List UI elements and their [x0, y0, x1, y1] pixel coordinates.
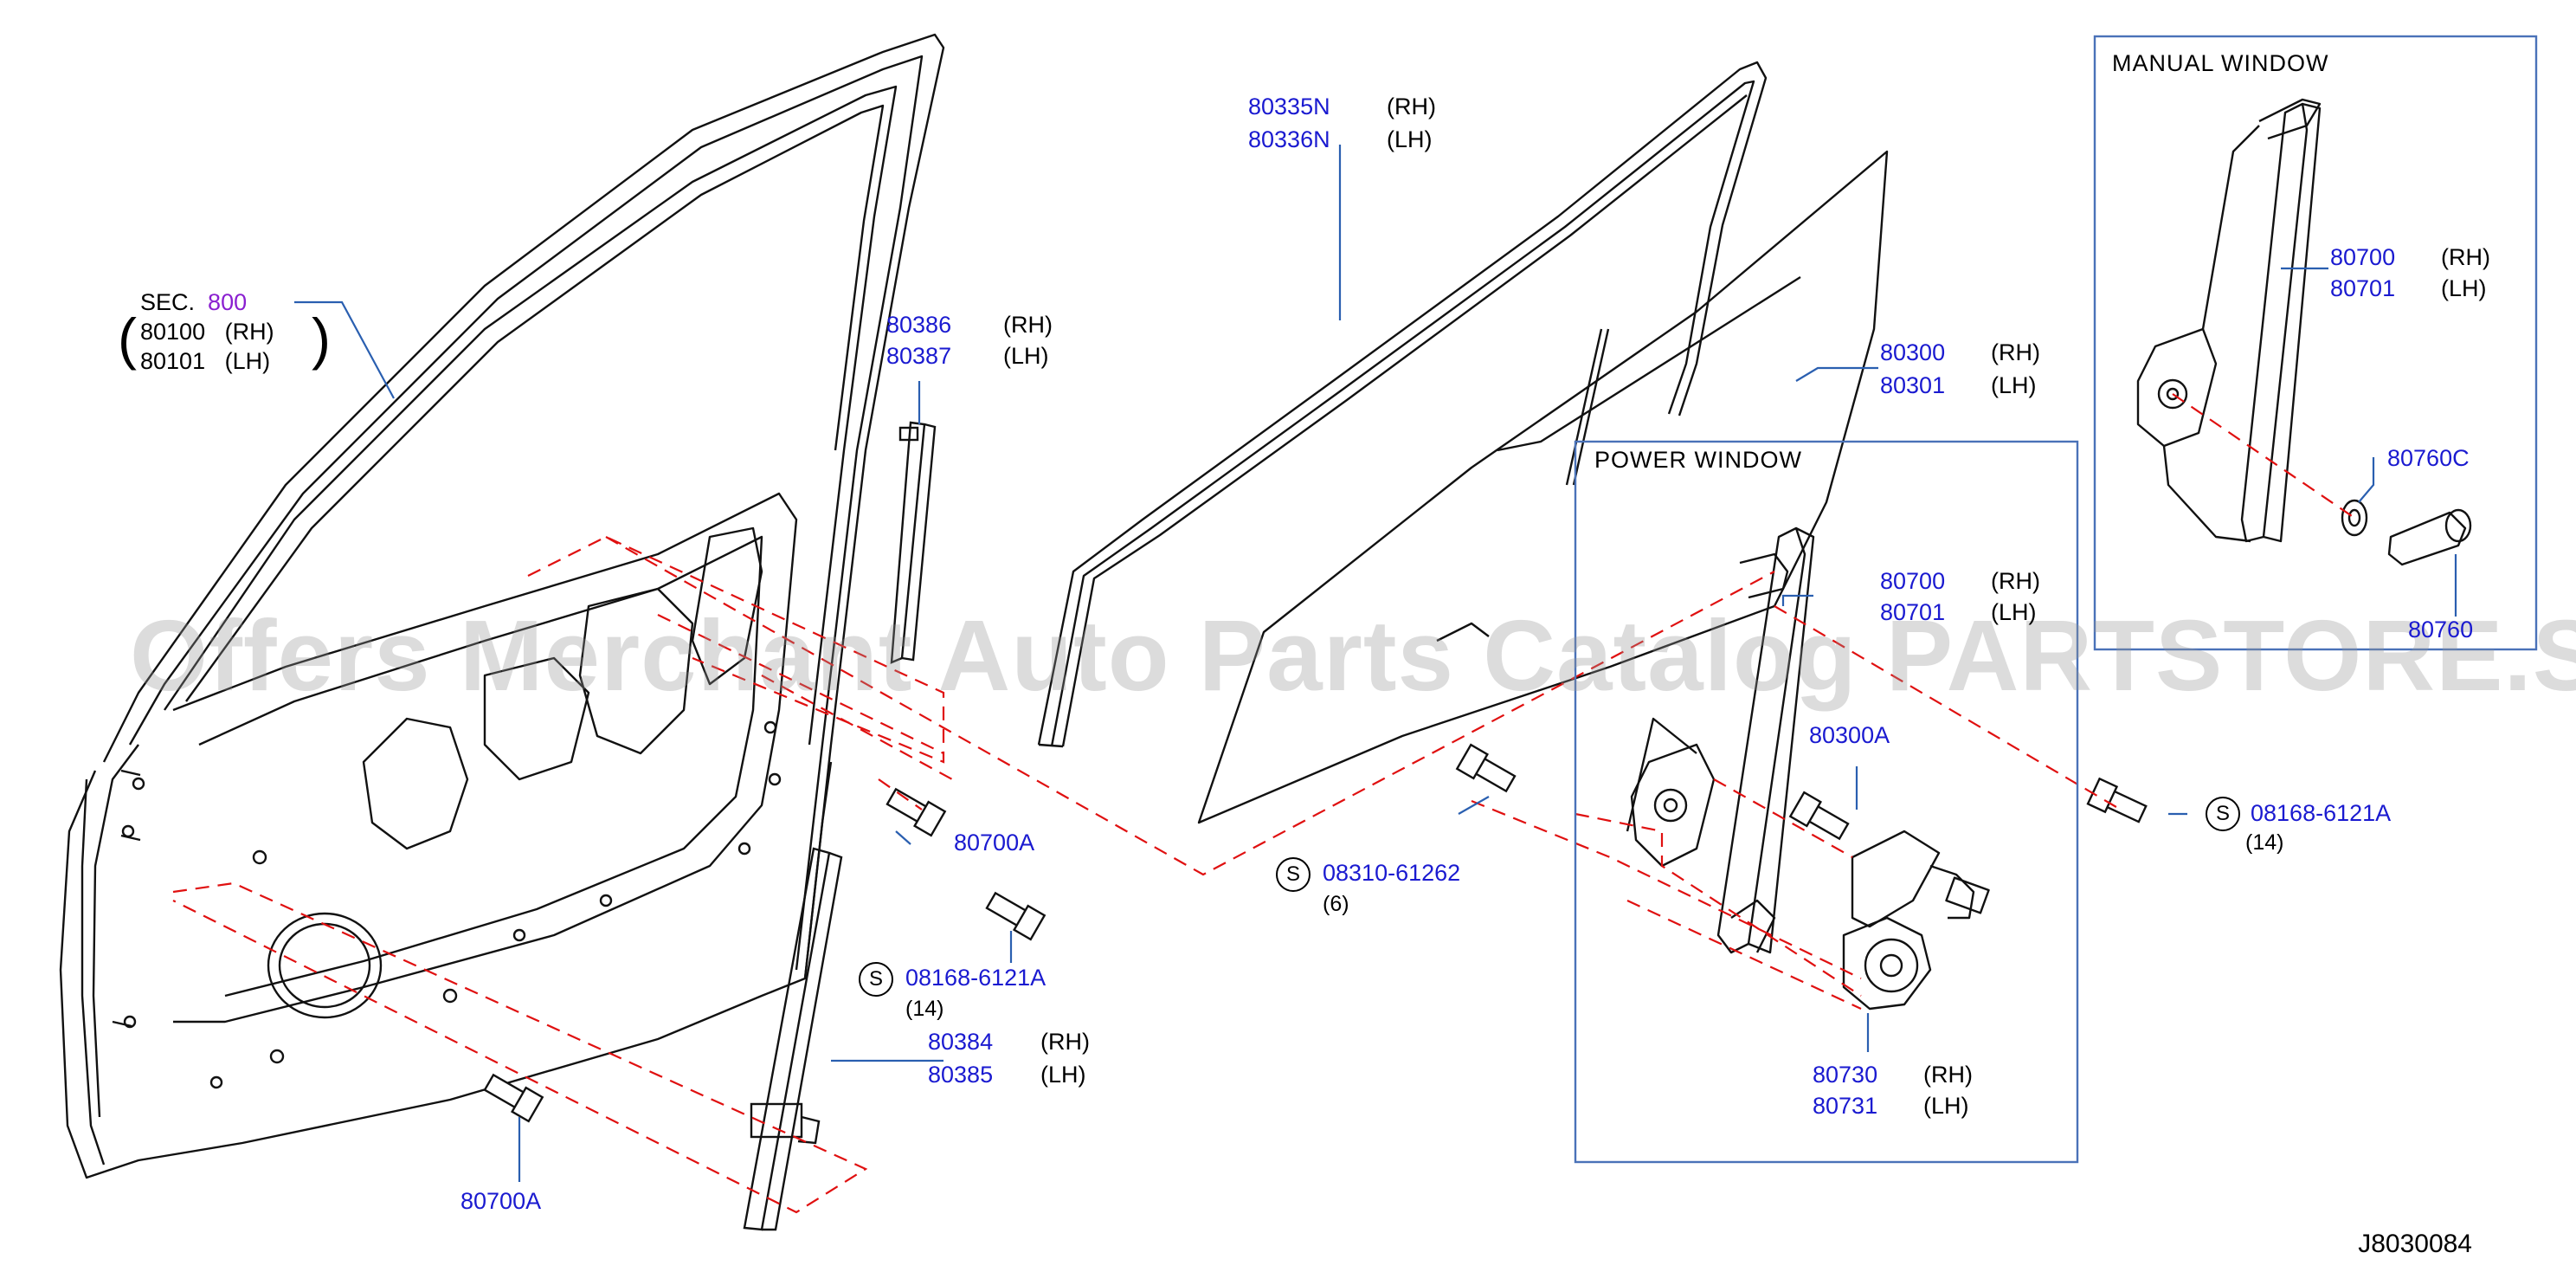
glass-run-rh-side: (RH)	[1387, 94, 1436, 119]
glass-run-lh-part-link[interactable]: 80336N	[1248, 126, 1330, 152]
rear-sash-lh-row: 80387 (LH)	[886, 343, 1049, 369]
motor-rh-side: (RH)	[1923, 1062, 1973, 1088]
screw3-qty: (14)	[2245, 830, 2284, 855]
glass-rh-side: (RH)	[1991, 339, 2040, 365]
glass-run-lh-side: (LH)	[1387, 126, 1433, 152]
glass-run-lh-row: 80336N (LH)	[1248, 126, 1433, 152]
manual-regulator-rh-side: (RH)	[2441, 244, 2490, 270]
screw2-s-symbol: S	[1276, 857, 1311, 892]
glass-lh-side: (LH)	[1991, 372, 2037, 398]
power-window-box	[1574, 440, 2079, 1164]
section-open-paren: (	[118, 307, 137, 371]
bolt-300a-part-link[interactable]: 80300A	[1809, 722, 1890, 748]
rear-sash-rh-row: 80386 (RH)	[886, 312, 1053, 338]
section-reference: SEC. 800	[140, 289, 247, 315]
manual-regulator-lh-part-link[interactable]: 80701	[2330, 275, 2396, 301]
screw3-s-symbol: S	[2206, 797, 2240, 831]
section-lh-row: 80101 (LH)	[140, 348, 270, 374]
screw1-part-link[interactable]: 08168-6121A	[905, 965, 1046, 991]
section-code-link[interactable]: 800	[208, 289, 248, 315]
section-lh-part: 80101	[140, 348, 206, 374]
assembly-dashed-lines	[172, 393, 2355, 1214]
power-regulator-lh-row: 80701 (LH)	[1880, 599, 2037, 625]
screw2-qty: (6)	[1323, 892, 1349, 916]
watermark-text: Offers Merchant Auto Parts Catalog PARTS…	[130, 599, 2576, 712]
power-regulator-drawing	[1626, 526, 1990, 1011]
manual-regulator-lh-row: 80701 (LH)	[2330, 275, 2487, 301]
manual-regulator-lh-side: (LH)	[2441, 275, 2487, 301]
power-regulator-lh-side: (LH)	[1991, 599, 2037, 625]
manual-window-title: MANUAL WINDOW	[2112, 50, 2329, 76]
power-window-title: POWER WINDOW	[1594, 447, 1802, 473]
door-glass-drawing	[1197, 150, 1889, 824]
bolt-300a-label: 80300A	[1809, 722, 1890, 748]
bolt-a1-part-link[interactable]: 80700A	[954, 830, 1035, 856]
rear-sash-lh-part-link[interactable]: 80387	[886, 343, 952, 369]
washer-label: 80760C	[2387, 445, 2470, 471]
section-prefix: SEC.	[140, 289, 196, 315]
manual-regulator-drawing	[2136, 98, 2472, 566]
power-regulator-rh-part-link[interactable]: 80700	[1880, 568, 1946, 594]
front-sash-rh-side: (RH)	[1040, 1029, 1090, 1055]
handle-label: 80760	[2408, 617, 2473, 642]
glass-rh-part-link[interactable]: 80300	[1880, 339, 1946, 365]
section-rh-side: (RH)	[224, 319, 274, 345]
bolt-a1-label: 80700A	[954, 830, 1034, 856]
glass-rh-row: 80300 (RH)	[1880, 339, 2040, 365]
glass-lh-part-link[interactable]: 80301	[1880, 372, 1946, 398]
screw3-label: 08168-6121A	[2251, 800, 2391, 826]
power-regulator-rh-row: 80700 (RH)	[1880, 568, 2040, 594]
motor-rh-row: 80730 (RH)	[1813, 1062, 1973, 1088]
power-regulator-rh-side: (RH)	[1991, 568, 2040, 594]
manual-regulator-rh-row: 80700 (RH)	[2330, 244, 2490, 270]
rear-sash-lh-side: (LH)	[1003, 343, 1049, 369]
screw2-part-link[interactable]: 08310-61262	[1323, 860, 1461, 886]
screw3-part-link[interactable]: 08168-6121A	[2251, 800, 2392, 826]
motor-rh-part-link[interactable]: 80730	[1813, 1062, 1878, 1088]
screw1-label: 08168-6121A	[905, 965, 1046, 991]
motor-lh-part-link[interactable]: 80731	[1813, 1093, 1878, 1119]
section-rh-part: 80100	[140, 319, 206, 345]
fasteners-drawing	[483, 743, 2148, 1123]
glass-run-rh-row: 80335N (RH)	[1248, 94, 1436, 119]
glass-run-rh-part-link[interactable]: 80335N	[1248, 94, 1330, 119]
screw1-qty: (14)	[905, 997, 944, 1021]
glass-lh-row: 80301 (LH)	[1880, 372, 2037, 398]
leader-lines	[294, 145, 2457, 1182]
manual-window-box	[2093, 35, 2538, 651]
motor-lh-row: 80731 (LH)	[1813, 1093, 1969, 1119]
power-regulator-lh-part-link[interactable]: 80701	[1880, 599, 1946, 625]
front-sash-drawing	[743, 847, 843, 1231]
washer-part-link[interactable]: 80760C	[2387, 445, 2470, 471]
rear-sash-rh-side: (RH)	[1003, 312, 1053, 338]
motor-lh-side: (LH)	[1923, 1093, 1969, 1119]
section-rh-row: 80100 (RH)	[140, 319, 274, 345]
rear-sash-rh-part-link[interactable]: 80386	[886, 312, 952, 338]
front-sash-lh-side: (LH)	[1040, 1062, 1086, 1088]
section-close-paren: )	[312, 307, 331, 371]
bolt-a2-part-link[interactable]: 80700A	[460, 1188, 542, 1214]
glass-run-drawing	[1037, 61, 1768, 748]
front-sash-rh-part-link[interactable]: 80384	[928, 1029, 994, 1055]
front-sash-rh-row: 80384 (RH)	[928, 1029, 1090, 1055]
handle-part-link[interactable]: 80760	[2408, 617, 2474, 642]
bolt-a2-label: 80700A	[460, 1188, 541, 1214]
screw1-s-symbol: S	[859, 962, 893, 997]
front-sash-lh-part-link[interactable]: 80385	[928, 1062, 994, 1088]
manual-regulator-rh-part-link[interactable]: 80700	[2330, 244, 2396, 270]
section-lh-side: (LH)	[224, 348, 271, 374]
screw2-label: 08310-61262	[1323, 860, 1460, 886]
front-sash-lh-row: 80385 (LH)	[928, 1062, 1086, 1088]
diagram-id: J8030084	[2358, 1230, 2472, 1258]
